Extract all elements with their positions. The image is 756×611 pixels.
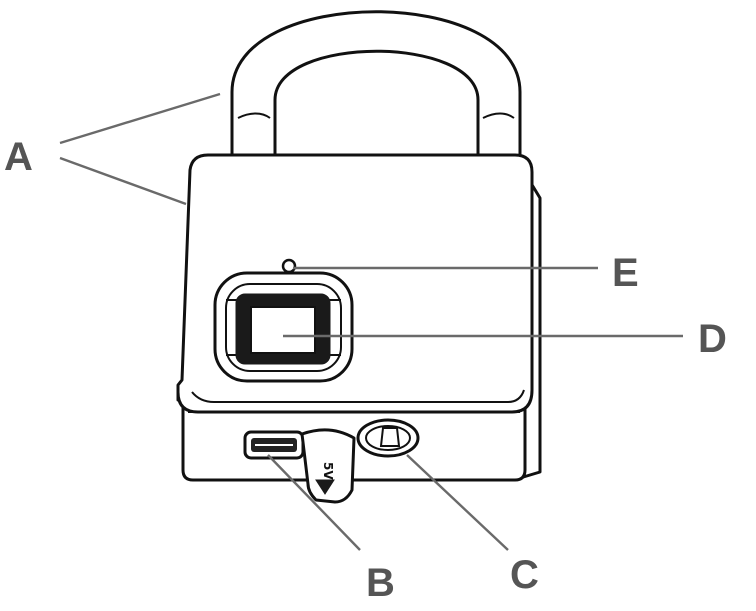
leader-a-lower [59,156,187,206]
shackle [230,10,522,165]
port-cover-flap: 5V [300,428,356,504]
port-voltage-marking: 5V [321,462,335,480]
callout-label-d: D [698,317,727,361]
indicator-led [281,258,297,274]
key-hole [356,418,420,458]
fingerprint-sensor [213,271,354,383]
callout-label-a: A [4,135,33,179]
charging-port: 5V [243,428,356,504]
leader-lines [59,92,683,551]
callout-label-c: C [510,553,539,597]
leader-c [406,454,509,551]
callout-label-e: E [612,251,639,295]
leader-b [267,454,361,551]
callout-label-b: B [366,561,395,605]
leader-a-upper [59,92,221,145]
